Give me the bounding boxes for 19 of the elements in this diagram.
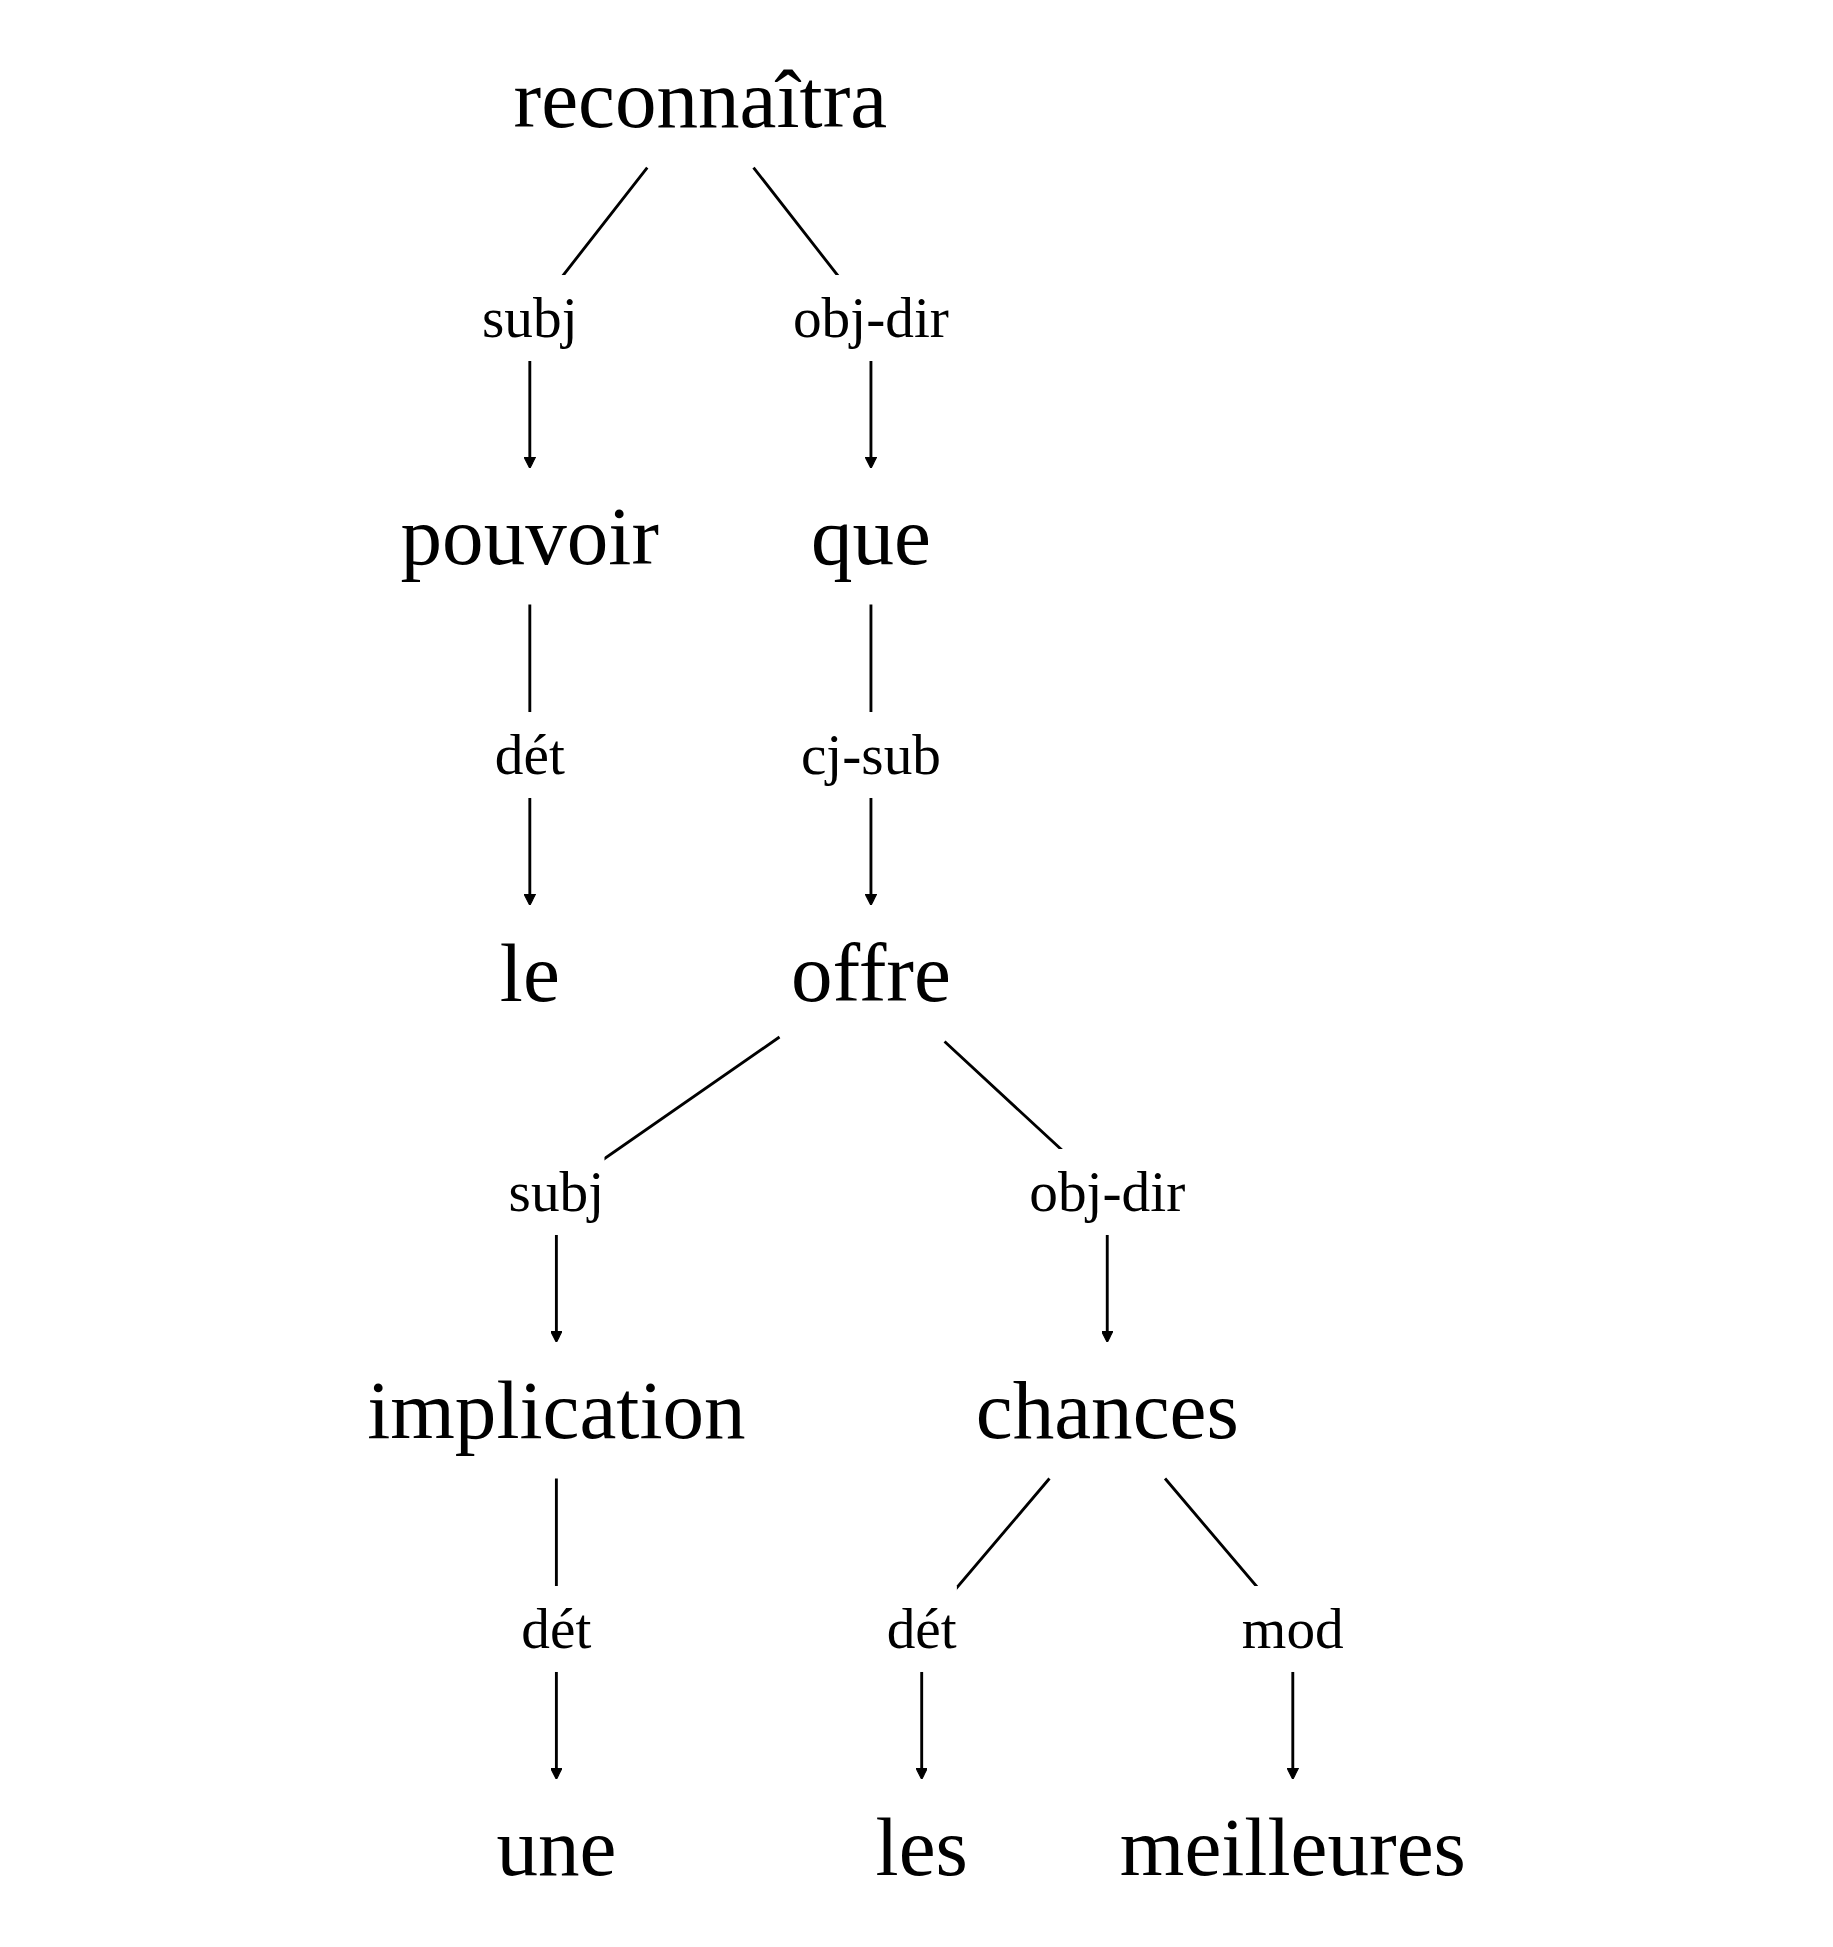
node-text: pouvoir xyxy=(400,489,660,584)
edge-label: dét xyxy=(886,1596,957,1661)
edge-label: dét xyxy=(494,722,565,787)
node-text: le xyxy=(499,926,560,1021)
edge-label: obj-dir xyxy=(1029,1159,1186,1224)
node-text: que xyxy=(810,489,931,584)
node-text: meilleures xyxy=(1119,1800,1466,1895)
node-text: reconnaîtra xyxy=(513,52,888,147)
edge-label: subj xyxy=(508,1159,605,1224)
node-text: chances xyxy=(975,1363,1239,1458)
node-text: les xyxy=(875,1800,968,1895)
edge-label: dét xyxy=(521,1596,592,1661)
edge-label: subj xyxy=(482,285,578,350)
edge-label: mod xyxy=(1241,1596,1344,1661)
edge-label: cj-sub xyxy=(800,722,941,787)
edge-label: obj-dir xyxy=(792,285,949,350)
node-text: une xyxy=(496,1800,617,1895)
node-text: implication xyxy=(367,1363,746,1458)
node-text: offre xyxy=(790,926,951,1021)
